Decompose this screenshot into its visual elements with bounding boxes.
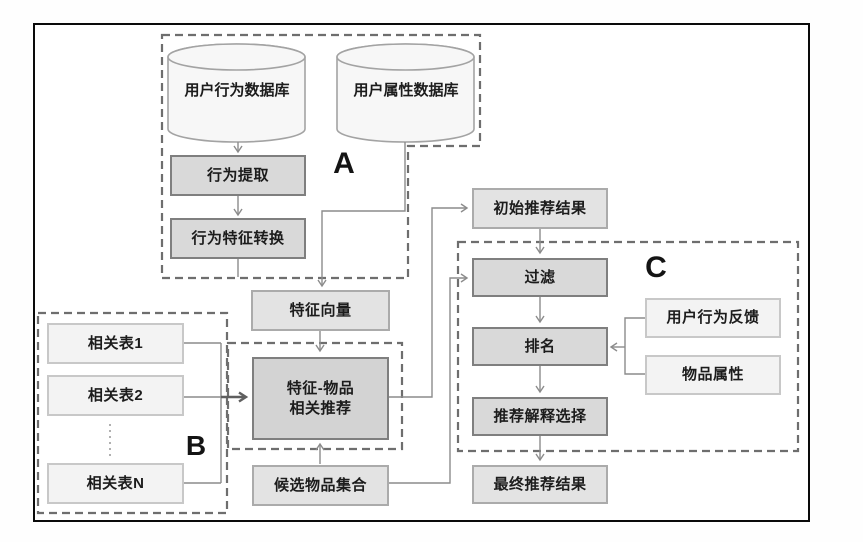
connector-feature-item-to-initial-result (389, 203, 469, 398)
node-feature-vector: 特征向量 (251, 290, 390, 331)
node-feature-item-recommend-line2: 相关推荐 (289, 399, 352, 417)
connector-candidate-to-filter (389, 273, 469, 484)
db-user-attribute-label: 用户属性数据库 (353, 81, 459, 99)
node-feature-item-recommend-line1: 特征-物品 (286, 379, 355, 397)
node-candidate-item-set: 候选物品集合 (252, 465, 389, 506)
node-related-table-2: 相关表2 (47, 375, 184, 416)
dashed-region-b (36, 311, 229, 515)
node-related-table-n: 相关表N (47, 463, 184, 504)
dashed-region-a (160, 33, 482, 280)
node-behavior-extract: 行为提取 (170, 155, 306, 196)
node-rank: 排名 (472, 327, 608, 366)
node-explanation-select: 推荐解释选择 (472, 397, 608, 436)
group-label-c: C (645, 251, 667, 284)
dashed-region-c (456, 240, 800, 453)
node-filter: 过滤 (472, 258, 608, 297)
cylinder-user-behavior-db (167, 43, 306, 143)
connector-db2-to-feature-vector (317, 142, 406, 288)
cylinder-user-attribute-db (336, 43, 475, 143)
node-related-table-1: 相关表1 (47, 323, 184, 364)
node-initial-result: 初始推荐结果 (472, 188, 608, 229)
db-user-behavior-label: 用户行为数据库 (184, 81, 290, 99)
node-feature-item-recommend: 特征-物品 相关推荐 (252, 357, 389, 440)
dashed-region-feature-item (226, 341, 404, 451)
node-final-result: 最终推荐结果 (472, 465, 608, 504)
group-label-b: B (185, 430, 207, 461)
connector-feedback-attr-bracket (624, 317, 645, 375)
node-user-behavior-feedback: 用户行为反馈 (645, 298, 781, 338)
node-behavior-feature-convert: 行为特征转换 (170, 218, 306, 259)
node-item-attributes: 物品属性 (645, 355, 781, 395)
group-label-a: A (333, 147, 355, 180)
